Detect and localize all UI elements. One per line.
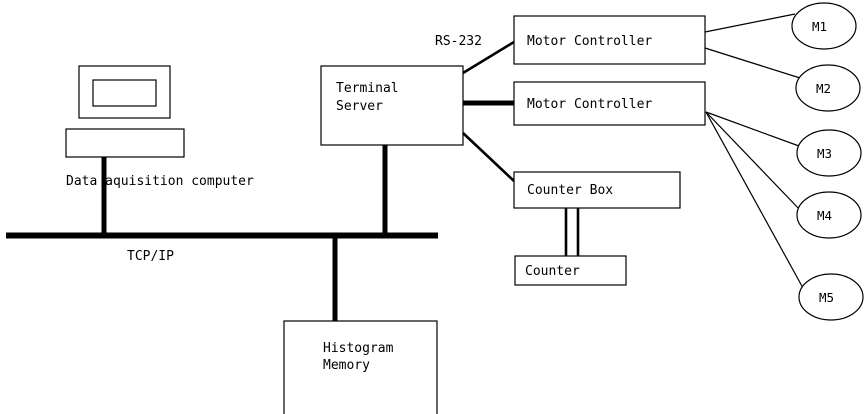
computer-monitor-screen bbox=[92, 79, 157, 107]
motor-node-m3 bbox=[796, 129, 862, 177]
histogram-memory-box bbox=[283, 320, 438, 414]
motor-label-m4: M4 bbox=[817, 208, 832, 223]
link-motor-controller-1-to-m1 bbox=[704, 13, 796, 33]
motor-node-m2 bbox=[795, 64, 861, 112]
motor-node-m1 bbox=[791, 2, 857, 50]
motor-node-m4 bbox=[796, 191, 862, 239]
motor-controller-2-box bbox=[513, 81, 706, 126]
link-motor-controller-2-to-m5 bbox=[705, 111, 804, 289]
link-terminal-server-to-motor-controller-1 bbox=[462, 40, 515, 75]
link-motor-controller-2-to-m4 bbox=[705, 111, 802, 212]
counter-label: Counter bbox=[525, 264, 580, 279]
motor-label-m1: M1 bbox=[812, 19, 827, 34]
histogram-memory-label-line2: Memory bbox=[323, 358, 370, 373]
motor-node-m5 bbox=[798, 273, 864, 321]
counter-box-label: Counter Box bbox=[527, 183, 613, 198]
motor-controller-1-box bbox=[513, 15, 706, 65]
motor-label-m3: M3 bbox=[817, 146, 832, 161]
computer-label: Data aquisition computer bbox=[66, 174, 254, 189]
terminal-server-box bbox=[320, 65, 464, 146]
counter-box-box bbox=[513, 171, 681, 209]
motor-label-m5: M5 bbox=[819, 290, 834, 305]
rs232-link-label: RS-232 bbox=[435, 34, 482, 49]
counter-box bbox=[514, 255, 627, 286]
motor-label-m2: M2 bbox=[816, 81, 831, 96]
link-motor-controller-1-to-m2 bbox=[704, 47, 801, 79]
histogram-memory-label-line1: Histogram bbox=[323, 341, 394, 356]
motor-controller-2-label: Motor Controller bbox=[527, 97, 652, 112]
terminal-server-label-line1: Terminal bbox=[336, 81, 399, 96]
terminal-server-label-line2: Server bbox=[336, 99, 383, 114]
link-terminal-server-to-counter-box bbox=[462, 132, 515, 182]
tcpip-bus-label: TCP/IP bbox=[127, 249, 174, 264]
motor-controller-1-label: Motor Controller bbox=[527, 34, 652, 49]
computer-chassis bbox=[65, 128, 185, 158]
link-motor-controller-2-to-m3 bbox=[705, 111, 800, 147]
